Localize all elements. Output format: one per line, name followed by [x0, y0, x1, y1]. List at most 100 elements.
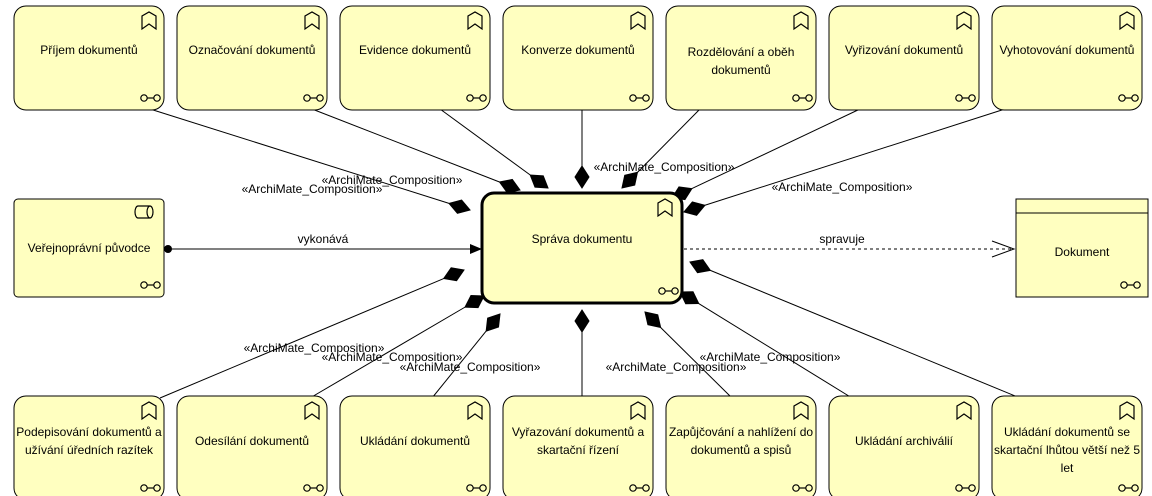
- actor-label: Veřejnoprávní původce: [28, 241, 151, 255]
- composition-diamond: [574, 309, 590, 333]
- composition-diamond: [689, 259, 712, 274]
- function-icon: [956, 11, 972, 31]
- function-label: Vyhotovování dokumentů: [1000, 43, 1135, 57]
- composition-line-top-3[interactable]: [439, 108, 531, 176]
- glasses-icon: [1118, 484, 1139, 492]
- function-icon: [467, 11, 483, 31]
- glasses-icon: [140, 94, 161, 102]
- glasses-icon: [658, 287, 679, 295]
- composition-line-bottom-5[interactable]: [660, 327, 733, 399]
- function-box[interactable]: [828, 5, 980, 111]
- actor-node[interactable]: Veřejnoprávní původce: [13, 198, 165, 298]
- composition-line-bottom-2[interactable]: [309, 306, 466, 399]
- function-icon: [657, 198, 673, 218]
- function-box[interactable]: [176, 5, 328, 111]
- function-box[interactable]: [665, 5, 817, 111]
- composition-diamond: [644, 311, 662, 329]
- function-node-bottom-4[interactable]: Vyřazování dokumentů a skartační řízení: [502, 395, 654, 496]
- function-label: Vyřazování dokumentů a: [512, 425, 645, 439]
- composition-line-top-1[interactable]: [149, 108, 450, 204]
- function-icon: [1119, 11, 1135, 31]
- composition-diamond: [442, 267, 465, 282]
- function-label: Ukládání archiválií: [855, 434, 954, 448]
- glasses-icon: [303, 94, 324, 102]
- composition-label: «ArchiMate_Composition»: [594, 160, 735, 174]
- glasses-icon: [466, 94, 487, 102]
- function-icon: [141, 11, 157, 31]
- function-node-top-4[interactable]: Konverze dokumentů: [502, 5, 654, 111]
- composition-label: «ArchiMate_Composition»: [400, 360, 541, 374]
- function-icon: [467, 401, 483, 421]
- composition-line-bottom-1[interactable]: [159, 278, 444, 399]
- glasses-icon: [955, 484, 976, 492]
- function-label: Ukládání dokumentů se: [1004, 425, 1130, 439]
- function-box[interactable]: [339, 5, 491, 111]
- function-label: Odesílání dokumentů: [195, 434, 309, 448]
- actor-box[interactable]: [13, 198, 165, 298]
- function-box[interactable]: [13, 5, 165, 111]
- glasses-icon: [629, 94, 650, 102]
- data-object-node[interactable]: Dokument: [1015, 198, 1149, 298]
- function-label: Rozdělování a oběh: [688, 45, 795, 59]
- access-arrow: [991, 240, 1016, 258]
- nodes: Příjem dokumentů Označování dokumentů Evid…: [13, 5, 1149, 496]
- composition-diamond: [485, 313, 501, 332]
- function-label: skartační řízení: [537, 443, 620, 457]
- composition-diamond: [498, 178, 521, 194]
- object-box[interactable]: [1015, 198, 1149, 298]
- composition-line-top-2[interactable]: [311, 108, 500, 183]
- function-icon: [630, 11, 646, 31]
- function-box[interactable]: [502, 5, 654, 111]
- function-node-top-7[interactable]: Vyhotovování dokumentů: [991, 5, 1143, 111]
- central-function-node[interactable]: Správa dokumentu: [480, 191, 684, 305]
- assignment-arrow: [470, 244, 482, 254]
- function-node-top-3[interactable]: Evidence dokumentů: [339, 5, 491, 111]
- function-node-top-2[interactable]: Označování dokumentů: [176, 5, 328, 111]
- glasses-icon: [466, 484, 487, 492]
- function-icon: [141, 401, 157, 421]
- function-node-bottom-2[interactable]: Odesílání dokumentů: [176, 395, 328, 496]
- glasses-icon: [303, 484, 324, 492]
- composition-line-top-6[interactable]: [691, 108, 861, 190]
- function-box[interactable]: [665, 395, 817, 496]
- function-label: dokumentů a spisů: [691, 443, 792, 457]
- composition-diamond: [683, 201, 706, 216]
- composition-label: «ArchiMate_Composition»: [322, 350, 463, 364]
- function-box[interactable]: [176, 395, 328, 496]
- function-icon: [630, 401, 646, 421]
- function-label: Konverze dokumentů: [521, 43, 634, 57]
- glasses-icon: [140, 281, 161, 289]
- central-box[interactable]: [480, 191, 684, 305]
- function-label: užívání úředních razítek: [25, 443, 154, 457]
- function-node-bottom-3[interactable]: Ukládání dokumentů: [339, 395, 491, 496]
- composition-line-bottom-6[interactable]: [698, 303, 853, 399]
- function-label: let: [1061, 461, 1074, 475]
- function-box[interactable]: [339, 395, 491, 496]
- function-node-bottom-6[interactable]: Ukládání archiválií: [828, 395, 980, 496]
- composition-line-top-5[interactable]: [637, 108, 701, 173]
- composition-line-bottom-3[interactable]: [431, 330, 487, 399]
- composition-line-top-7[interactable]: [704, 108, 1006, 206]
- composition-diamond: [464, 295, 485, 309]
- function-icon: [793, 11, 809, 31]
- function-label: Označování dokumentů: [189, 43, 316, 57]
- function-box[interactable]: [502, 395, 654, 496]
- function-box[interactable]: [13, 395, 165, 496]
- glasses-icon: [1120, 281, 1141, 289]
- function-label: Ukládání dokumentů: [360, 434, 470, 448]
- function-node-top-6[interactable]: Vyřizování dokumentů: [828, 5, 980, 111]
- glasses-icon: [629, 484, 650, 492]
- function-box[interactable]: [991, 395, 1143, 496]
- composition-label: «ArchiMate_Composition»: [772, 180, 913, 194]
- function-box[interactable]: [991, 5, 1143, 111]
- assignment-label: vykonává: [298, 232, 349, 246]
- function-node-top-1[interactable]: Příjem dokumentů: [13, 5, 165, 111]
- function-box[interactable]: [828, 395, 980, 496]
- composition-line-bottom-7[interactable]: [710, 269, 1021, 399]
- glasses-icon: [792, 94, 813, 102]
